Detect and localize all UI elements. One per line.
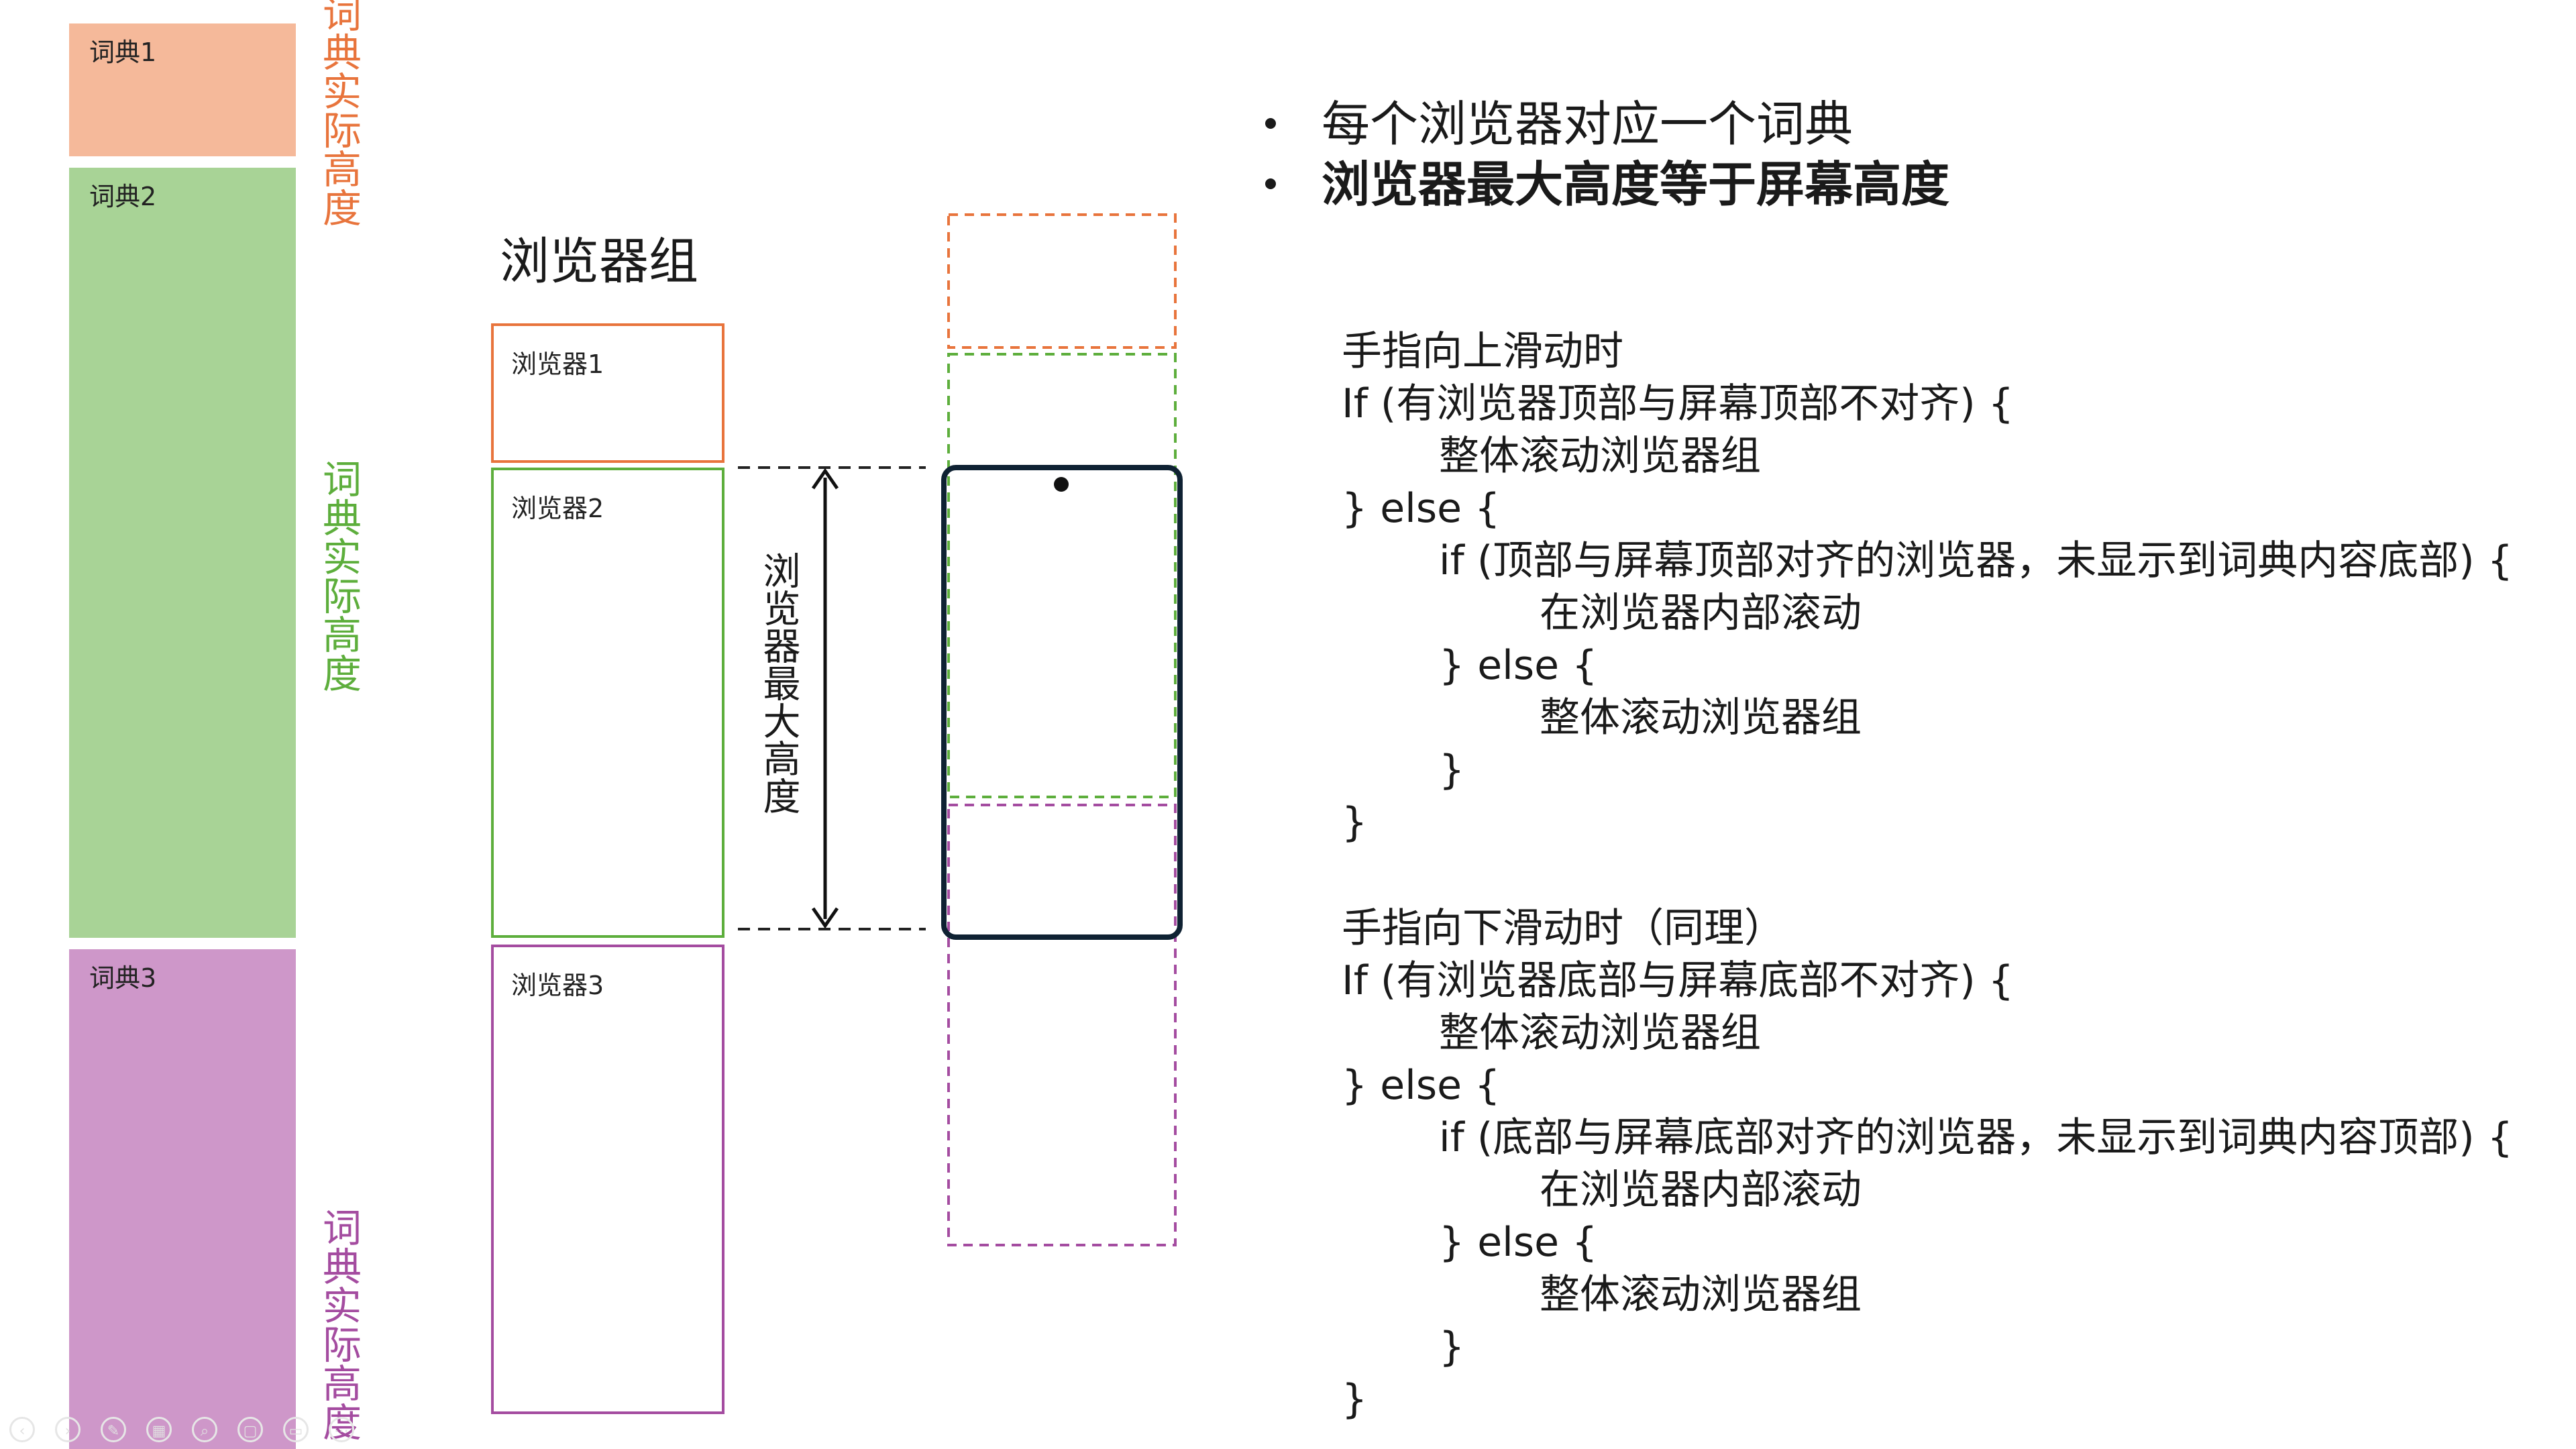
scroll-up-heading: 手指向上滑动时 (1342, 328, 1623, 375)
pen-icon[interactable]: ✎ (101, 1417, 126, 1442)
code-line: 在浏览器内部滚动 (1540, 1167, 1862, 1214)
dictionary-1-height-label: 词典实际高度 (316, 0, 362, 227)
prev-icon[interactable]: ‹ (9, 1417, 35, 1442)
max-height-label: 浏览器最大高度 (757, 551, 800, 814)
browser-3-label: 浏览器3 (511, 971, 604, 1000)
dictionary-3-label: 词典3 (89, 963, 157, 993)
browser-group-title: 浏览器组 (500, 233, 698, 290)
browser-2-label: 浏览器2 (511, 494, 604, 523)
code-line: if (顶部与屏幕顶部对齐的浏览器，未显示到词典内容底部) { (1439, 537, 2513, 584)
grid-icon[interactable]: ▦ (146, 1417, 172, 1442)
code-line: } else { (1439, 1219, 1598, 1266)
browser-2-box: 浏览器2 (491, 468, 724, 938)
code-line: } else { (1342, 485, 1501, 532)
dictionary-2-label: 词典2 (89, 182, 157, 211)
browser-1-box: 浏览器1 (491, 323, 724, 463)
bullet-dot (1265, 118, 1276, 129)
bullet-dot (1265, 178, 1276, 189)
subtitle-icon[interactable]: ▭ (283, 1417, 309, 1442)
code-line: If (有浏览器顶部与屏幕顶部不对齐) { (1342, 380, 2014, 427)
screen-icon[interactable]: ▢ (237, 1417, 263, 1442)
code-line: } else { (1439, 642, 1598, 689)
code-line: } (1439, 747, 1465, 794)
more-icon[interactable]: ⋯ (329, 1417, 354, 1442)
phone-camera-dot (1054, 477, 1069, 492)
dictionary-1-label: 词典1 (89, 38, 157, 67)
code-line: if (底部与屏幕底部对齐的浏览器，未显示到词典内容顶部) { (1439, 1114, 2513, 1161)
scroll-down-heading: 手指向下滑动时（同理） (1342, 905, 1784, 952)
dictionary-1-block: 词典1 (69, 23, 296, 156)
dictionary-2-height-label: 词典实际高度 (316, 459, 362, 692)
bullet-list: 每个浏览器对应一个词典 浏览器最大高度等于屏幕高度 (1254, 94, 1949, 215)
code-line: 在浏览器内部滚动 (1540, 590, 1862, 637)
phone-screen-frame (941, 465, 1183, 940)
browser-1-label: 浏览器1 (511, 350, 604, 379)
code-line: 整体滚动浏览器组 (1439, 433, 1761, 480)
code-line: If (有浏览器底部与屏幕底部不对齐) { (1342, 957, 2014, 1004)
zoom-icon[interactable]: ⌕ (192, 1417, 217, 1442)
dictionary-2-dashed-outline (947, 353, 1177, 798)
dictionary-3-height-label: 词典实际高度 (316, 1208, 362, 1441)
code-line: } (1342, 799, 1368, 846)
dictionary-3-block: 词典3 (69, 949, 296, 1449)
browser-3-box: 浏览器3 (491, 945, 724, 1414)
bullet-item-2: 浏览器最大高度等于屏幕高度 (1254, 154, 1949, 215)
next-icon[interactable]: › (55, 1417, 80, 1442)
code-line: 整体滚动浏览器组 (1540, 1271, 1862, 1318)
code-line: } else { (1342, 1062, 1501, 1109)
code-line: 整体滚动浏览器组 (1439, 1010, 1761, 1057)
scroll-up-logic: 手指向上滑动时 If (有浏览器顶部与屏幕顶部不对齐) { 整体滚动浏览器组 }… (1342, 325, 2569, 849)
dictionary-3-dashed-outline (947, 804, 1177, 1246)
dictionary-1-dashed-outline (947, 213, 1177, 349)
dictionary-2-block: 词典2 (69, 168, 296, 938)
presentation-toolbar: ‹ › ✎ ▦ ⌕ ▢ ▭ ⋯ (9, 1417, 354, 1442)
scroll-down-logic: 手指向下滑动时（同理） If (有浏览器底部与屏幕底部不对齐) { 整体滚动浏览… (1342, 902, 2569, 1426)
code-line: 整体滚动浏览器组 (1540, 694, 1862, 741)
code-line: } (1342, 1376, 1368, 1423)
code-line: } (1439, 1324, 1465, 1371)
bullet-item-1: 每个浏览器对应一个词典 (1254, 94, 1949, 154)
